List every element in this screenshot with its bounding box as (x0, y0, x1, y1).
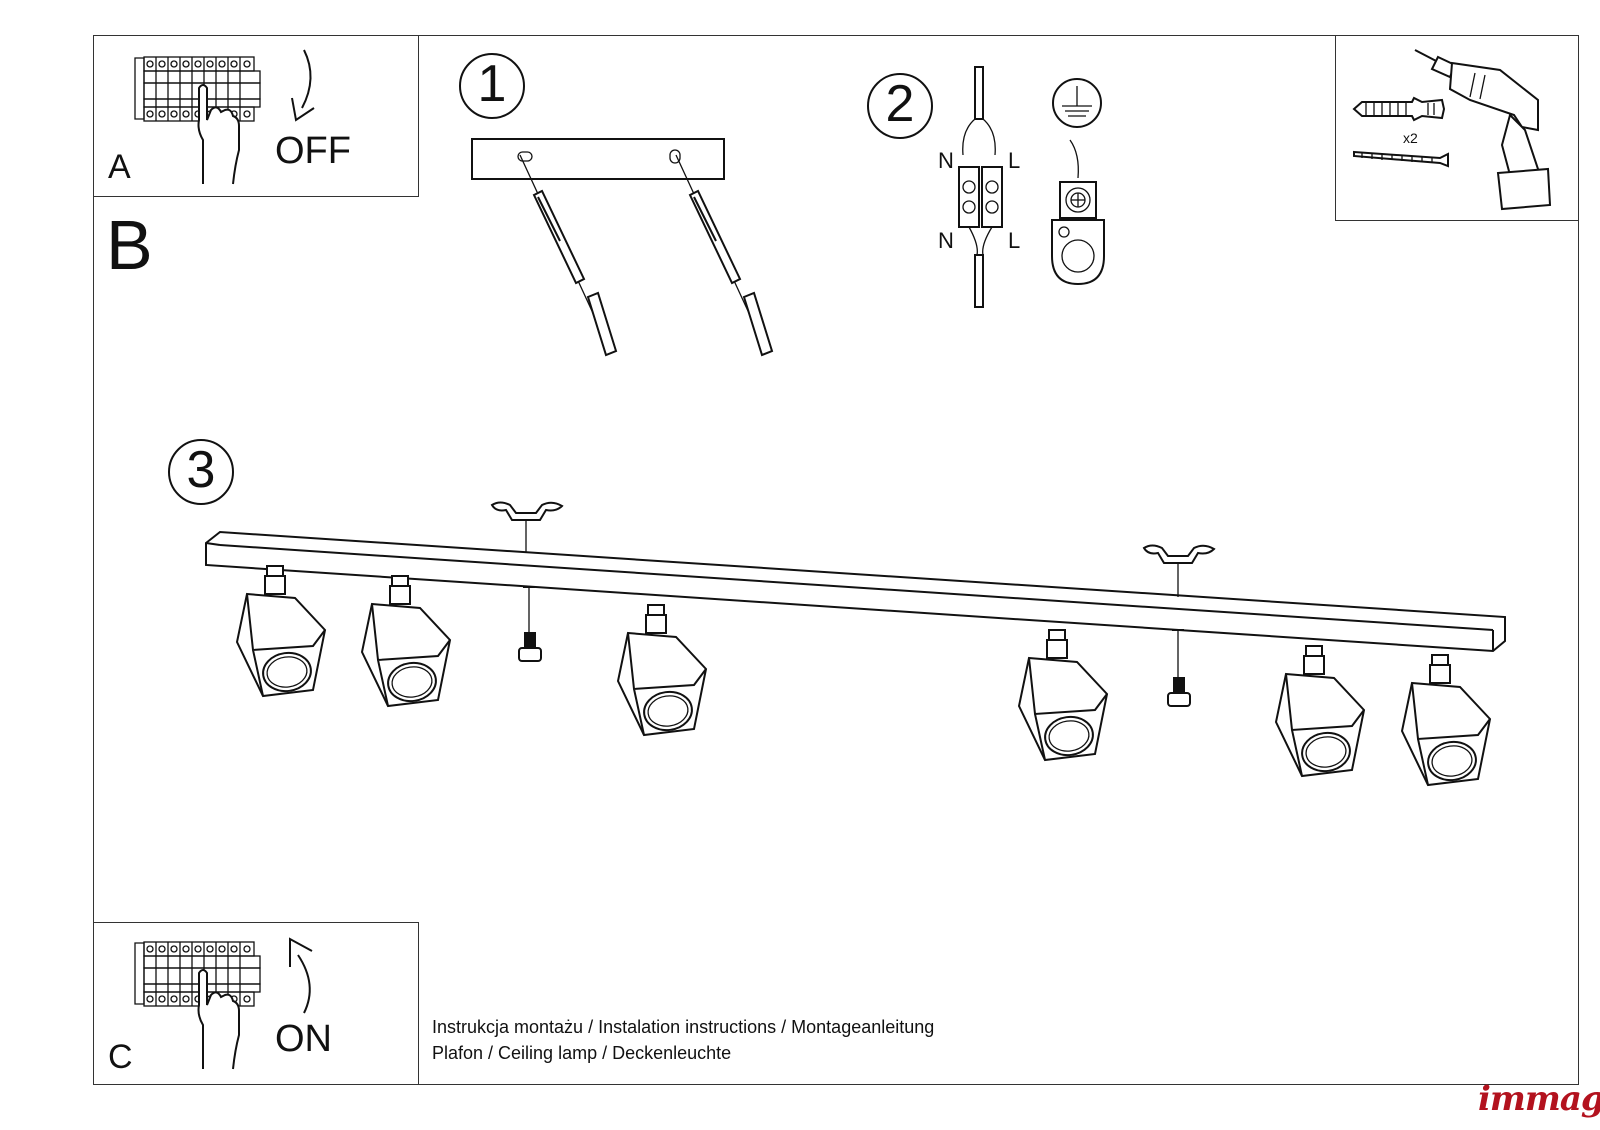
hand-icon (197, 84, 240, 185)
panel-a-letter: A (108, 148, 131, 186)
caption-product: Plafon / Ceiling lamp / Deckenleuchte (432, 1043, 732, 1063)
bolt-left (518, 586, 542, 662)
label-n-bottom: N (938, 228, 954, 253)
brand-logo: immag (1478, 1079, 1600, 1119)
spotlight (360, 575, 452, 708)
ground-symbol-icon (1052, 78, 1102, 128)
panel-a-off-label: OFF (275, 130, 351, 172)
step-1-number: 1 (477, 55, 507, 113)
spotlight (235, 565, 327, 698)
step-3-circle (168, 439, 234, 505)
quantity-label: x2 (1403, 130, 1418, 146)
caption-instructions: Instrukcja montażu / Instalation instruc… (432, 1017, 935, 1037)
ground-terminal-icon (1051, 139, 1105, 286)
wall-plug-icon (1352, 96, 1446, 122)
spotlight (1017, 629, 1109, 762)
spotlight (616, 604, 708, 737)
page-frame (93, 35, 1579, 1085)
label-l-top: L (1008, 148, 1021, 173)
panel-c-letter: C (108, 1038, 133, 1076)
arrow-up-icon (289, 937, 313, 1014)
step-1-circle (459, 53, 525, 119)
mounting-bracket-left (490, 501, 564, 553)
section-b-letter: B (106, 206, 153, 284)
arrow-down-icon (291, 49, 315, 122)
step-2-number: 2 (885, 75, 915, 133)
label-l-bottom: L (1008, 228, 1021, 253)
screw-icon (1353, 150, 1449, 168)
screw-and-plug-right-icon (675, 154, 774, 357)
mounting-bracket-right (1142, 544, 1216, 597)
lamp-rail (205, 530, 1506, 653)
drill-icon (1414, 49, 1552, 211)
step-3-number: 3 (186, 441, 216, 499)
spotlight (1400, 654, 1492, 787)
panel-c-on-label: ON (275, 1018, 332, 1060)
step-2-circle (867, 73, 933, 139)
hand-icon (197, 969, 240, 1070)
screw-and-plug-left-icon (519, 154, 618, 357)
bolt-right (1167, 629, 1191, 707)
label-n-top: N (938, 148, 954, 173)
terminal-block-icon (958, 66, 1003, 308)
mounting-bar-icon (471, 138, 725, 180)
spotlight (1274, 645, 1366, 778)
